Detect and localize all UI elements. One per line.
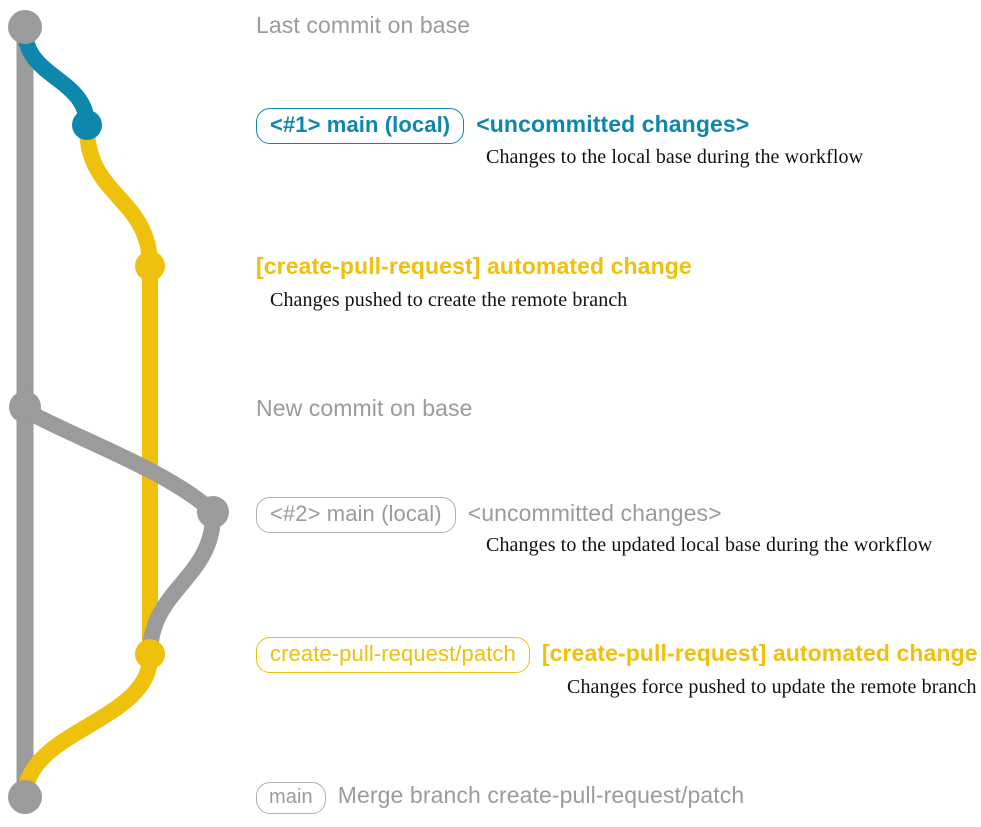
commit-entry-merge: main Merge branch create-pull-request/pa… [256, 782, 744, 814]
commit-node-base-start[interactable] [8, 10, 42, 44]
branch-ref-pill-main-local-2[interactable]: <#2> main (local) [256, 497, 456, 534]
commit-subject: [create-pull-request] automated change [256, 253, 692, 279]
commit-entry-patch-1: [create-pull-request] automated change [256, 253, 692, 279]
commit-node-merge[interactable] [8, 780, 42, 814]
commit-entry-local-2: <#2> main (local) <uncommitted changes> [256, 497, 722, 534]
commit-subject: New commit on base [256, 395, 473, 421]
commit-entry-patch-2: create-pull-request/patch [create-pull-r… [256, 637, 978, 674]
commit-subject: Merge branch create-pull-request/patch [337, 782, 745, 808]
commit-node-patch-2[interactable] [135, 639, 165, 669]
branch-ref-pill-main[interactable]: main [256, 782, 326, 814]
commit-node-local-2[interactable] [197, 496, 229, 528]
commit-entry-local-1: <#1> main (local) <uncommitted changes> [256, 108, 750, 145]
edge-base-to-local [17, 22, 95, 133]
commit-subject: Last commit on base [256, 12, 471, 38]
edge-local-to-patch [79, 120, 158, 274]
commit-description-local-2: Changes to the updated local base during… [486, 534, 933, 556]
commit-description-local-1: Changes to the local base during the wor… [486, 146, 864, 168]
commit-entry-last-commit-on-base: Last commit on base [256, 12, 470, 38]
edge-patch-to-merge-commit [17, 649, 158, 805]
branch-ref-pill-create-pull-request-patch[interactable]: create-pull-request/patch [256, 637, 530, 674]
commit-subject: <uncommitted changes> [467, 500, 722, 526]
edge-base-to-merge [17, 402, 221, 520]
commit-entry-new-commit-on-base: New commit on base [256, 395, 473, 421]
commit-node-base-new[interactable] [9, 391, 41, 423]
branch-ref-pill-main-local-1[interactable]: <#1> main (local) [256, 108, 465, 145]
commit-subject: <uncommitted changes> [476, 111, 750, 137]
edge-merge-to-patch [142, 507, 221, 662]
commit-node-patch-1[interactable] [135, 251, 165, 281]
commit-node-local-1[interactable] [72, 110, 102, 140]
commit-description-patch-2: Changes force pushed to update the remot… [567, 676, 977, 698]
commit-description-patch-1: Changes pushed to create the remote bran… [270, 289, 628, 311]
commit-subject: [create-pull-request] automated change [541, 640, 978, 666]
